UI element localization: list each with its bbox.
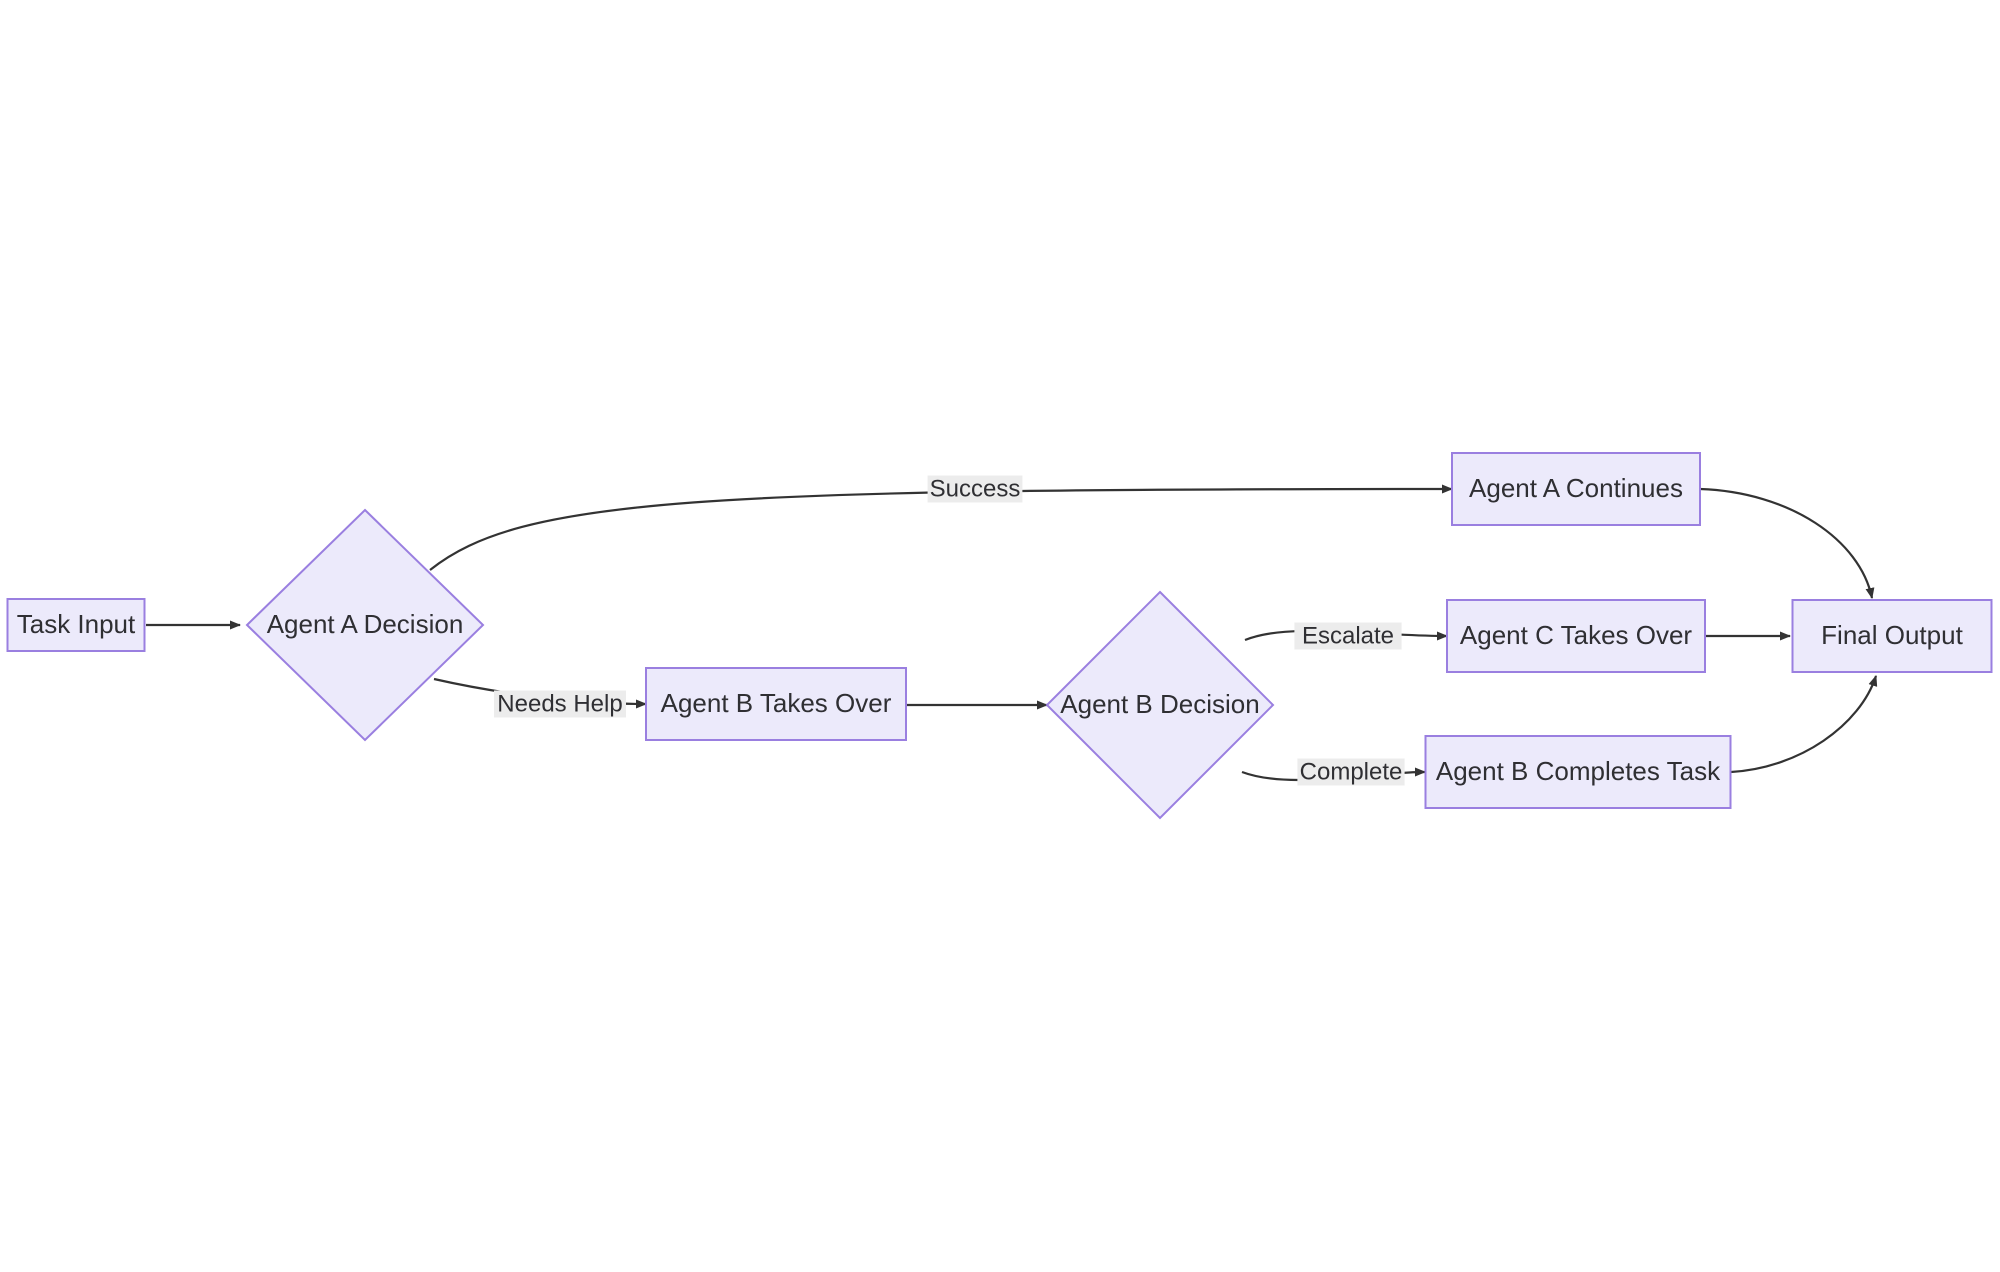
- node-label: Agent B Decision: [1060, 689, 1259, 719]
- nodes-layer: Task Input Agent A Decision Agent A Contin…: [6, 452, 1993, 820]
- node-shape-rect: [1791, 599, 1993, 673]
- node-shape-diamond: [245, 508, 485, 742]
- node-label: Agent A Decision: [267, 609, 464, 639]
- node-label: Agent B Completes Task: [1436, 756, 1721, 786]
- edge-label-e3: Needs Help: [494, 690, 626, 718]
- node-task-input[interactable]: Task Input: [6, 598, 146, 652]
- edge-label-text: Needs Help: [497, 690, 622, 717]
- node-label: Agent C Takes Over: [1460, 620, 1693, 650]
- node-label: Final Output: [1821, 620, 1963, 650]
- node-shape-rect: [1424, 735, 1732, 809]
- node-label: Task Input: [17, 609, 136, 639]
- node-shape-diamond: [1045, 590, 1275, 820]
- node-final-output[interactable]: Final Output: [1791, 599, 1993, 673]
- node-agent-b-completes[interactable]: Agent B Completes Task: [1424, 735, 1732, 809]
- node-agent-a-continues[interactable]: Agent A Continues: [1451, 452, 1701, 526]
- node-agent-c-takes-over[interactable]: Agent C Takes Over: [1446, 599, 1706, 673]
- node-shape-rect: [6, 598, 146, 652]
- node-agent-b-takes-over[interactable]: Agent B Takes Over: [645, 667, 907, 741]
- edge-label-text: Complete: [1300, 758, 1403, 785]
- edge-label-background: [1294, 622, 1402, 650]
- edge-label-background: [927, 475, 1023, 503]
- edge-agent-b-completes-to-final-output: [1730, 675, 1878, 774]
- edge-agent-a-decision-to-agent-a-continues: [429, 484, 1453, 571]
- edge-label-e2: Success: [927, 475, 1023, 503]
- edge-label-e6: Complete: [1297, 758, 1405, 786]
- edge-label-background: [494, 690, 626, 718]
- edge-label-background: [1297, 758, 1405, 786]
- edge-label-text: Success: [930, 475, 1021, 502]
- node-shape-rect: [1446, 599, 1706, 673]
- node-agent-b-decision[interactable]: Agent B Decision: [1045, 590, 1275, 820]
- node-label: Agent B Takes Over: [661, 688, 892, 718]
- node-shape-rect: [645, 667, 907, 741]
- node-label: Agent A Continues: [1469, 473, 1683, 503]
- edge-label-text: Escalate: [1302, 622, 1394, 649]
- node-shape-rect: [1451, 452, 1701, 526]
- node-agent-a-decision[interactable]: Agent A Decision: [245, 508, 485, 742]
- edge-agent-a-continues-to-final-output: [1699, 487, 1875, 599]
- edge-label-e5: Escalate: [1294, 622, 1402, 650]
